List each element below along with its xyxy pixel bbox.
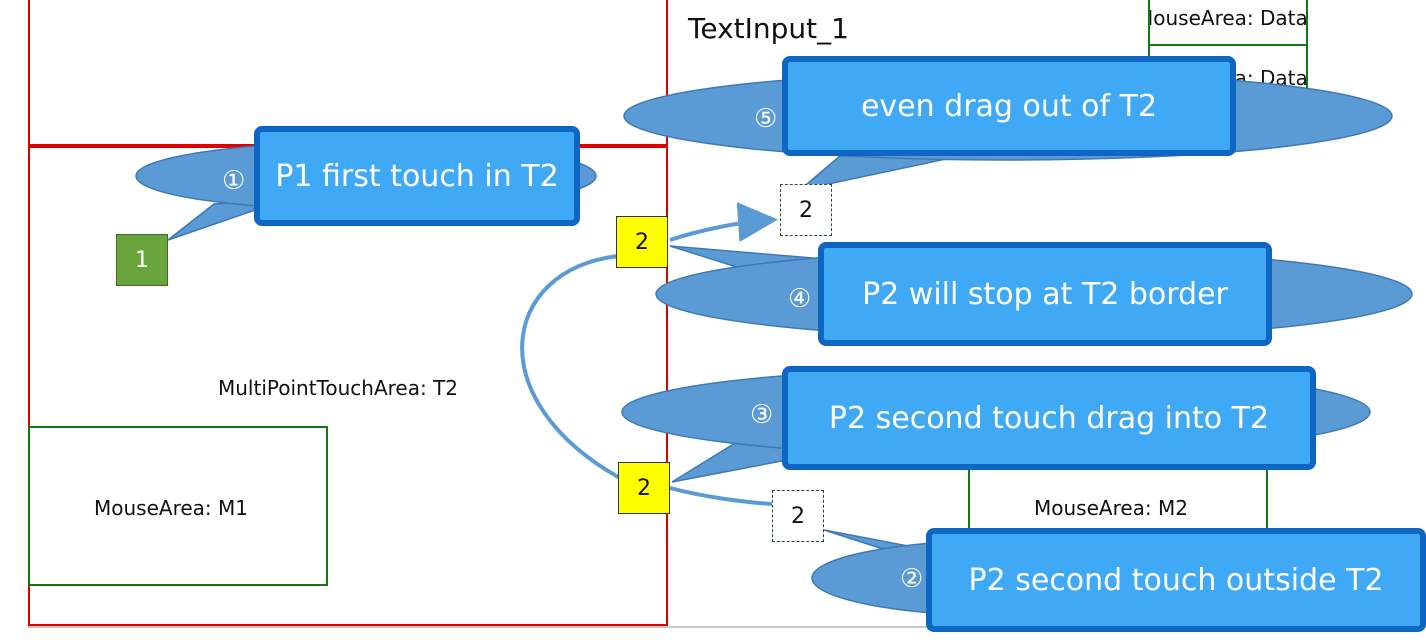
- text-input-label[interactable]: TextInput_1: [688, 12, 849, 45]
- step-5-number: ⑤: [754, 104, 778, 134]
- touch-point-p2-outside-bottom: 2: [772, 490, 824, 542]
- step-1-number: ①: [222, 166, 246, 196]
- mouse-area-m1-label: MouseArea: M1: [94, 496, 248, 520]
- touch-point-p2-entered: 2: [618, 462, 670, 514]
- callout-step-3: P2 second touch drag into T2: [782, 366, 1316, 470]
- drag-path-from-start: [669, 486, 773, 506]
- drag-path-arc: [520, 254, 621, 480]
- multipoint-touch-area-label: MultiPointTouchArea: T2: [218, 376, 459, 400]
- callout-step-2: P2 second touch outside T2: [926, 528, 1426, 632]
- callout-step-4: P2 will stop at T2 border: [818, 242, 1272, 346]
- drag-path-to-outside: [669, 202, 778, 243]
- callout-step-1: P1 first touch in T2: [254, 126, 580, 226]
- touch-point-p2-stopped: 2: [616, 216, 668, 268]
- mouse-area-m2-label: MouseArea: M2: [1034, 496, 1188, 520]
- mouse-area-m1[interactable]: [28, 426, 328, 586]
- touch-point-p1: 1: [116, 234, 168, 286]
- step-2-number: ②: [900, 564, 924, 594]
- callout-step-5: even drag out of T2: [782, 56, 1236, 156]
- step-4-number: ④: [788, 284, 812, 314]
- step-3-number: ③: [750, 400, 774, 430]
- mouse-area-data-top-label: MouseArea: Data: [1148, 6, 1308, 30]
- touch-point-p2-outside-top: 2: [780, 184, 832, 236]
